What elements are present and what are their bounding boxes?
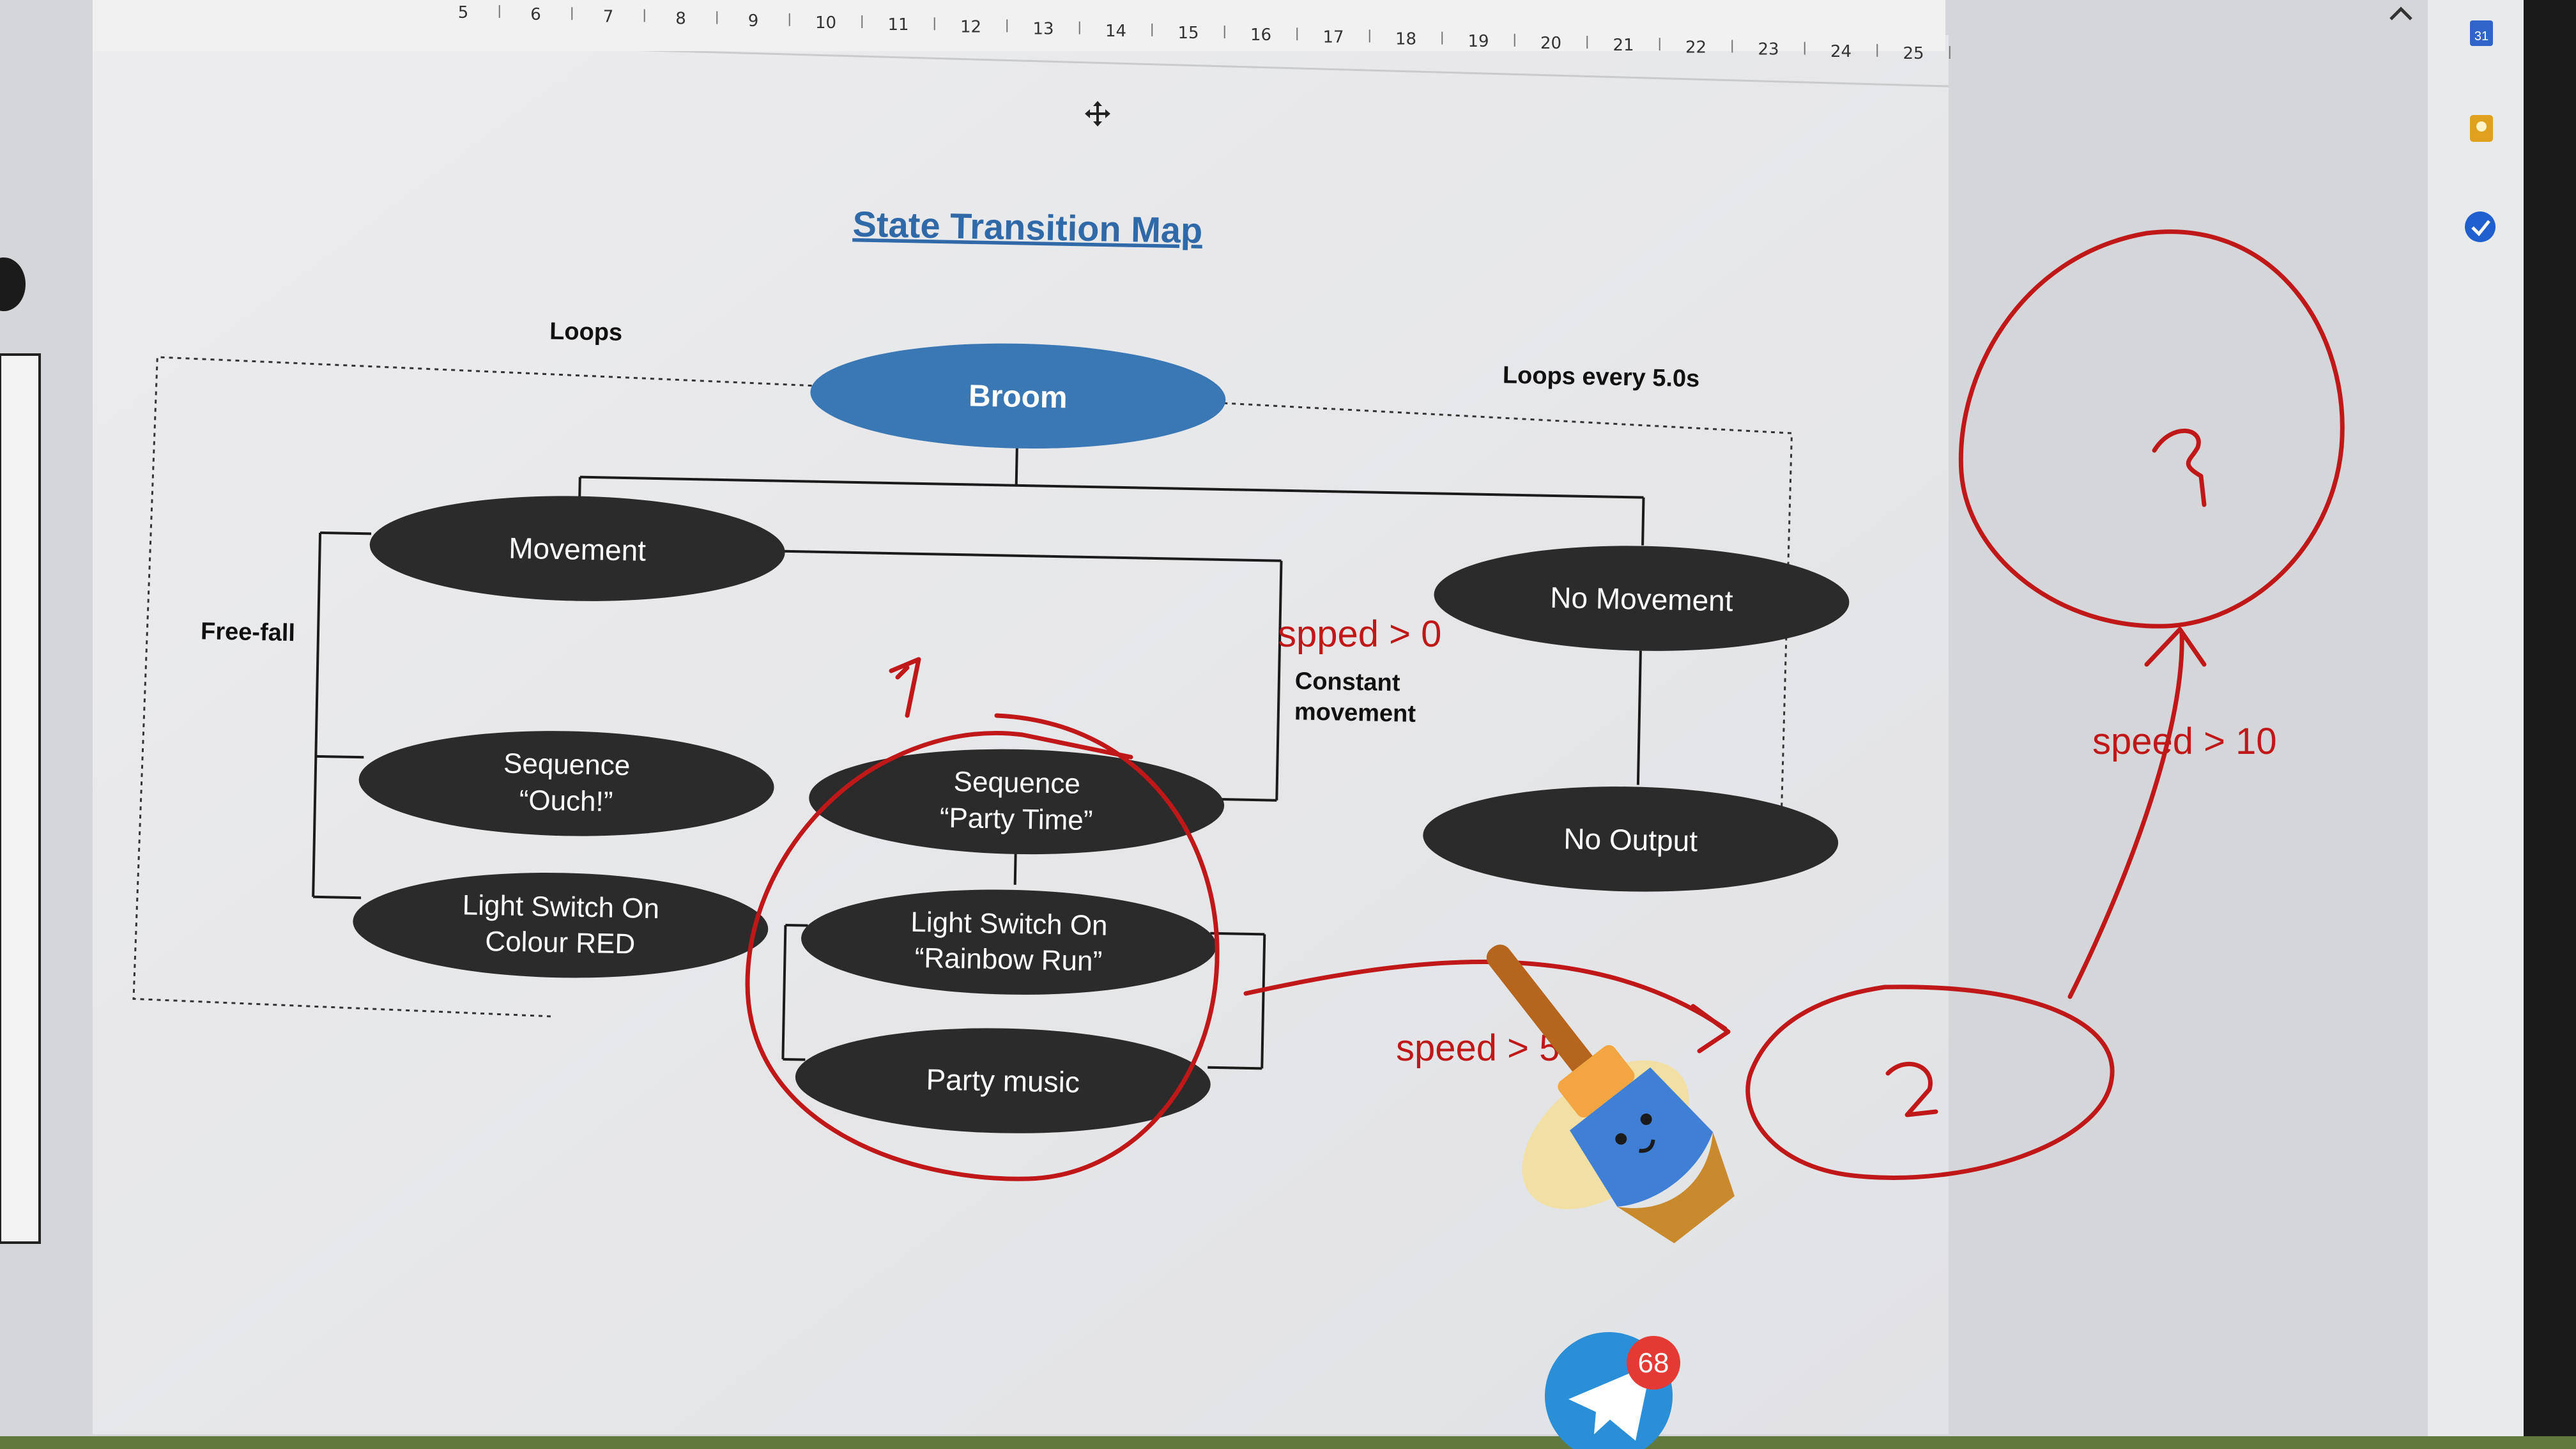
ruler-tick-label: 10 [815, 13, 836, 33]
svg-text:No Movement: No Movement [1550, 581, 1733, 617]
ruler-tick-label: 18 [1395, 30, 1416, 49]
svg-text:Sequence: Sequence [503, 747, 631, 781]
connector-lines [312, 447, 1645, 1070]
label-free-fall: Free-fall [201, 618, 296, 647]
annotation-numeral-one [889, 657, 921, 718]
annotation-circle-two [1745, 985, 2115, 1180]
svg-text:“Rainbow Run”: “Rainbow Run” [914, 942, 1102, 977]
annotation-circle-three [1958, 229, 2345, 629]
ruler-tick-label: 7 [603, 7, 614, 26]
annotation-spped-gt-0: spped > 0 [1278, 613, 1441, 655]
svg-text:Colour RED: Colour RED [485, 926, 636, 960]
arrow-speed-ten [2067, 627, 2207, 999]
ruler-tick-label: 24 [1830, 42, 1851, 61]
ruler-tick-label: 12 [960, 17, 981, 36]
svg-text:Broom: Broom [969, 379, 1068, 415]
ruler-tick-label: 6 [530, 5, 541, 24]
left-window-fragment [0, 353, 41, 1244]
svg-text:“Ouch!”: “Ouch!” [519, 785, 613, 818]
ruler-tick-label: 9 [748, 12, 759, 31]
ruler-tick-label: 15 [1177, 24, 1199, 43]
state-transition-diagram: State Transition Map Loop [132, 204, 1850, 1137]
ruler-tick-label: 16 [1250, 26, 1271, 45]
chevron-up-icon[interactable] [2389, 6, 2412, 20]
svg-text:Light Switch On: Light Switch On [910, 907, 1108, 942]
annotation-speed-gt-5: speed > 5 [1396, 1027, 1560, 1069]
node-no-output[interactable]: No Output [1422, 783, 1839, 895]
broom-sticker [1486, 944, 1735, 1244]
diagram-title[interactable]: State Transition Map [852, 204, 1203, 251]
node-sequence-ouch[interactable]: Sequence “Ouch!” [358, 727, 775, 839]
svg-text:31: 31 [2474, 29, 2488, 43]
label-movement-sub: movement [1294, 698, 1416, 728]
ruler-ticks: 5 6 7 8 9 10 11 12 13 14 15 16 17 18 19 20 21 22 23 24 25 [458, 3, 1951, 63]
left-dark-shape [0, 257, 26, 311]
node-no-movement[interactable]: No Movement [1433, 542, 1850, 654]
label-loops: Loops [549, 318, 623, 346]
ruler-tick-label: 22 [1685, 38, 1706, 57]
ruler [93, 0, 1945, 51]
notification-badge: 68 [1627, 1336, 1680, 1390]
desk-edge [0, 1436, 2576, 1449]
svg-text:Party music: Party music [926, 1062, 1080, 1099]
right-sidepanel [2428, 0, 2524, 1449]
keep-icon[interactable] [2470, 115, 2493, 142]
annotation-speed-gt-10: speed > 10 [2092, 721, 2277, 762]
label-loops-every: Loops every 5.0s [1503, 362, 1700, 392]
annotation-numeral-three [2152, 428, 2207, 507]
ruler-tick-label: 23 [1758, 40, 1779, 59]
tasks-icon[interactable] [2465, 211, 2496, 242]
ruler-tick-label: 5 [458, 3, 469, 22]
annotation-numeral-two [1885, 1061, 1938, 1117]
node-broom[interactable]: Broom [809, 340, 1227, 452]
svg-text:68: 68 [1638, 1347, 1669, 1379]
annotation-text: spped > 0 speed > 5 speed > 10 [1278, 613, 2277, 1069]
calendar-icon[interactable]: 31 [2470, 20, 2493, 46]
node-movement[interactable]: Movement [369, 492, 786, 604]
ruler-tick-label: 13 [1032, 20, 1054, 39]
ruler-tick-label: 25 [1903, 44, 1924, 63]
node-sequence-party-time[interactable]: Sequence “Party Time” [808, 746, 1225, 858]
ruler-tick-label: 8 [675, 10, 686, 29]
svg-text:Movement: Movement [509, 532, 647, 567]
label-constant: Constant [1294, 668, 1400, 696]
node-light-switch-red[interactable]: Light Switch On Colour RED [352, 869, 769, 981]
node-party-music[interactable]: Party music [794, 1024, 1211, 1137]
annotation-circle-one [745, 713, 1220, 1181]
ruler-tick-label: 20 [1540, 34, 1561, 53]
handwritten-annotations [745, 229, 2345, 1181]
node-light-switch-rainbow[interactable]: Light Switch On “Rainbow Run” [800, 885, 1217, 998]
svg-text:Light Switch On: Light Switch On [462, 889, 659, 924]
move-handle-icon[interactable] [1085, 101, 1110, 126]
ruler-tick-label: 19 [1468, 32, 1489, 51]
svg-text:“Party Time”: “Party Time” [939, 802, 1092, 837]
ruler-tick-label: 11 [887, 15, 908, 34]
ruler-tick-label: 17 [1322, 27, 1344, 47]
ruler-tick-label: 21 [1613, 36, 1634, 55]
loop-frame-left [132, 356, 812, 1018]
svg-text:Sequence: Sequence [953, 766, 1080, 800]
ruler-tick-label: 14 [1105, 22, 1126, 41]
monitor-bezel-right [2524, 0, 2576, 1449]
svg-text:No Output: No Output [1563, 822, 1698, 857]
